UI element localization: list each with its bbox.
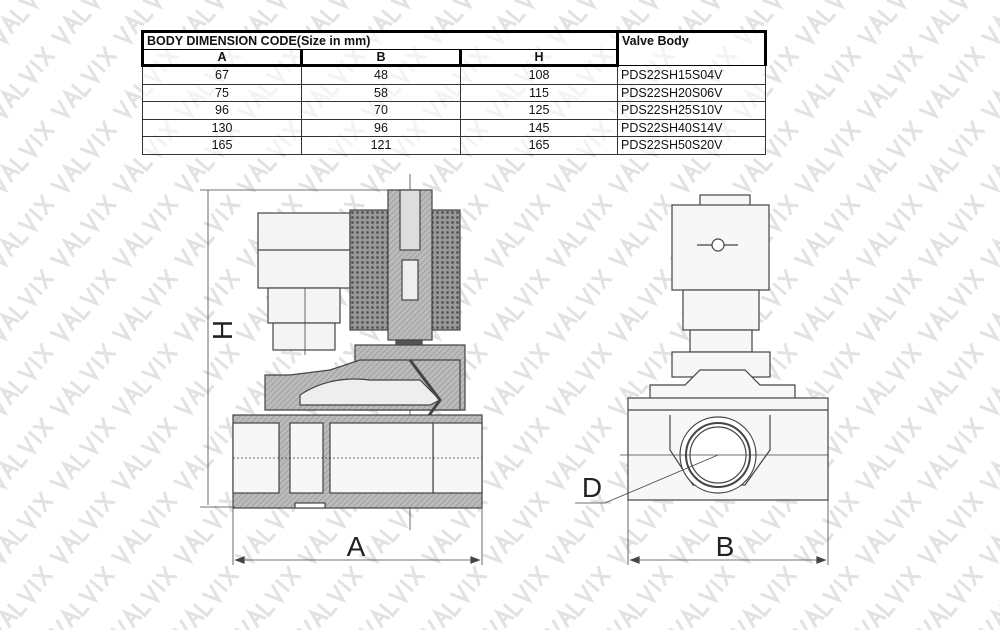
label-b: B <box>716 531 735 562</box>
cell-b: 121 <box>301 136 461 155</box>
label-h: H <box>207 320 238 340</box>
cell-a: 96 <box>142 101 302 120</box>
cell-b: 58 <box>301 83 461 102</box>
cell-h: 165 <box>460 136 618 155</box>
cell-b: 48 <box>301 65 461 85</box>
cell-b: 96 <box>301 118 461 137</box>
cell-model: PDS22SH15S04V <box>617 65 766 85</box>
watermark-row <box>668 0 1000 630</box>
table-title: BODY DIMENSION CODE(Size in mm) <box>141 30 619 50</box>
watermark-row <box>234 0 1000 630</box>
cell-model: PDS22SH50S20V <box>617 136 766 155</box>
watermark-row <box>296 0 1000 630</box>
watermark-row <box>606 0 1000 630</box>
label-d: D <box>582 472 602 503</box>
cell-h: 108 <box>460 65 618 85</box>
cell-a: 67 <box>142 65 302 85</box>
cell-a: 165 <box>142 136 302 155</box>
column-header-h: H <box>459 49 619 67</box>
cell-model: PDS22SH20S06V <box>617 83 766 102</box>
side-view <box>200 174 483 565</box>
watermark-row <box>544 0 1000 630</box>
cell-h: 115 <box>460 83 618 102</box>
front-view <box>575 194 829 565</box>
dimension-table: BODY DIMENSION CODE(Size in mm) Valve Bo… <box>141 30 767 155</box>
column-header-a: A <box>141 49 303 67</box>
column-header-b: B <box>300 49 462 67</box>
cell-b: 70 <box>301 101 461 120</box>
cell-h: 125 <box>460 101 618 120</box>
watermark-row <box>358 0 1000 630</box>
valve-body-header: Valve Body <box>616 30 767 66</box>
cell-a: 130 <box>142 118 302 137</box>
cell-model: PDS22SH40S14V <box>617 118 766 137</box>
cell-a: 75 <box>142 83 302 102</box>
watermark-row <box>482 0 1000 630</box>
label-a: A <box>347 531 366 562</box>
cell-model: PDS22SH25S10V <box>617 101 766 120</box>
cell-h: 145 <box>460 118 618 137</box>
